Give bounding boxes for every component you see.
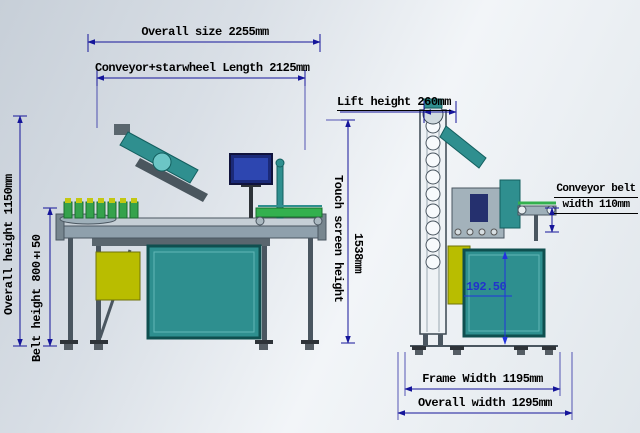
overall-height-label: Overall height 1150mm — [2, 174, 16, 315]
dimension-graphics — [13, 34, 573, 420]
overall-size-label: Overall size 2255mm — [141, 25, 269, 39]
frame-width-label: Frame Width 1195mm — [422, 372, 543, 386]
overall-width-label: Overall width 1295mm — [417, 396, 553, 410]
inner-dimension-label: 192.50 — [466, 280, 507, 294]
belt-height-label: Belt height 800±50 — [30, 234, 44, 362]
inner-dimension-graphics — [464, 251, 512, 345]
conveyor-belt-width-label-line2: width 110mm — [554, 198, 638, 214]
front-view-drawing — [55, 124, 327, 350]
touch-screen-height-label: Touch screen height — [331, 175, 345, 303]
lift-height-label: Lift height 260mm — [337, 95, 451, 111]
touch-screen-height-value: 1538mm — [351, 233, 365, 274]
side-view-drawing — [410, 98, 558, 355]
conveyor-starwheel-length-label: Conveyor+starwheel Length 2125mm — [95, 61, 310, 75]
conveyor-belt-width-label-line1: Conveyor belt — [554, 182, 638, 198]
